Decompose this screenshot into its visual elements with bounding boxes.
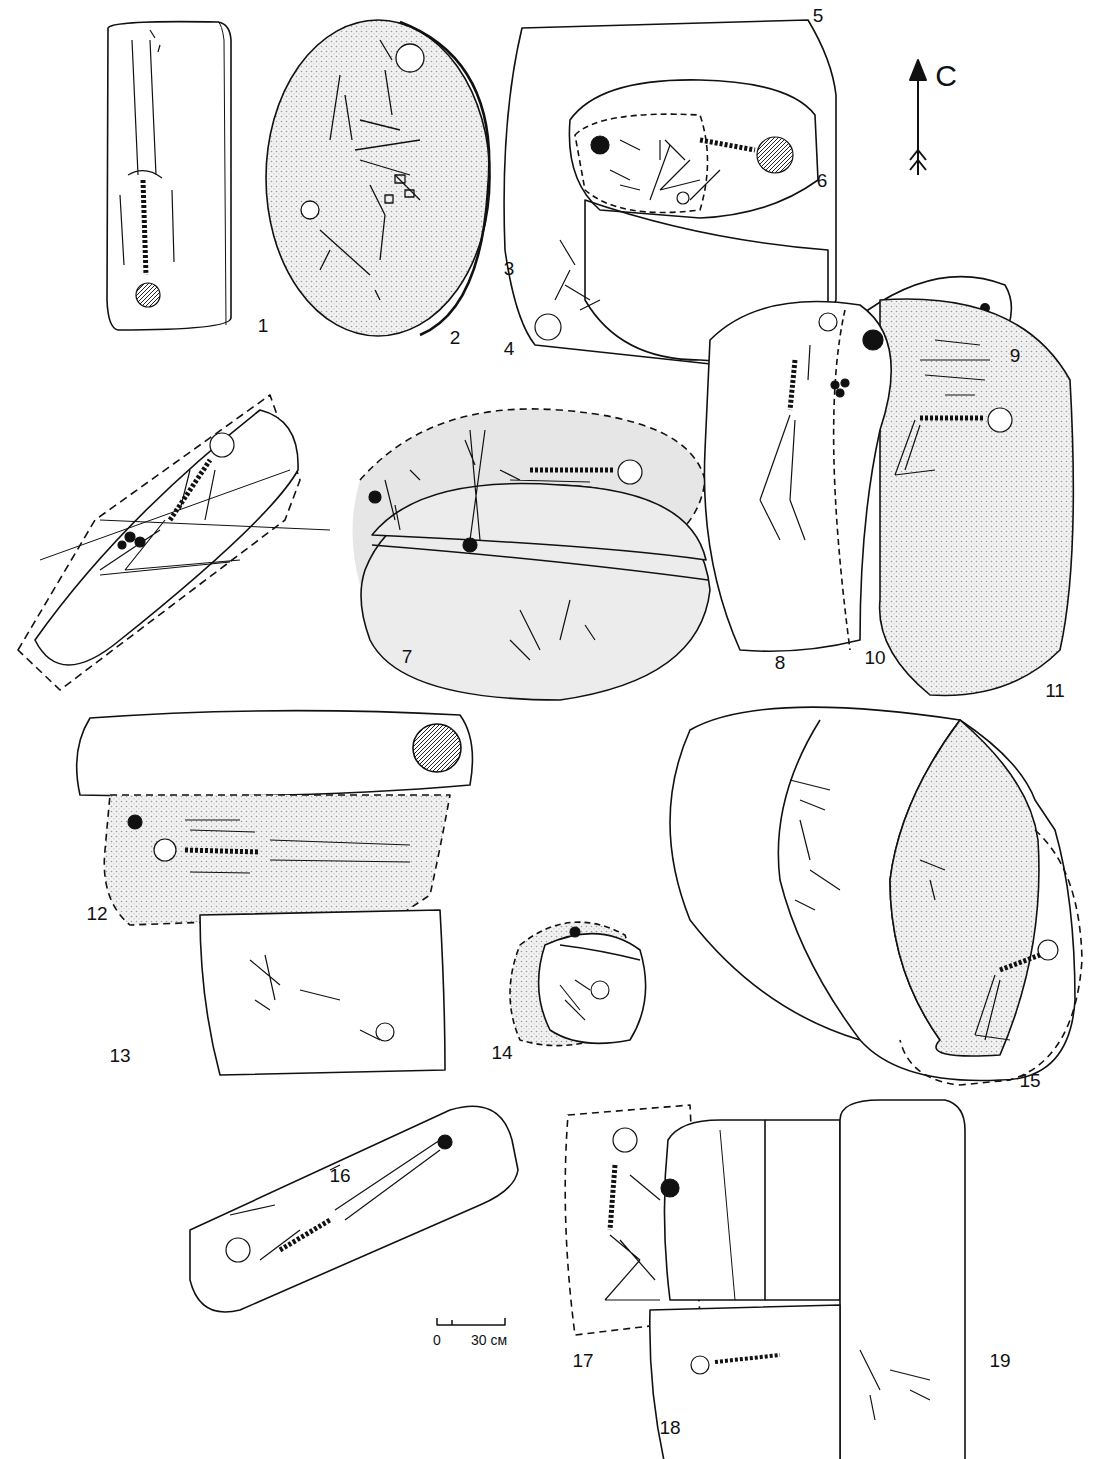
callout-number: 3 [504, 259, 515, 278]
skeleton [790, 780, 1058, 1040]
skeleton [535, 136, 793, 340]
skeleton [760, 313, 1012, 540]
callout-number: 10 [864, 648, 885, 667]
callout-number: 15 [1019, 1071, 1040, 1090]
callout-number: 16 [329, 1166, 350, 1185]
callout-number: 7 [402, 647, 413, 666]
skeleton [369, 430, 642, 660]
north-arrow [910, 60, 926, 175]
skeleton [120, 30, 174, 307]
bones [301, 40, 424, 300]
callout-number: 14 [491, 1043, 512, 1062]
callout-number: 5 [813, 6, 824, 25]
skeleton [560, 927, 609, 1020]
skeleton [605, 1128, 930, 1420]
callout-number: 8 [775, 653, 786, 672]
callout-number: 6 [817, 171, 828, 190]
north-label: С [935, 61, 957, 91]
callout-number: 13 [109, 1046, 130, 1065]
callout-number: 11 [1045, 681, 1065, 700]
skeleton [100, 433, 240, 575]
callout-number: 18 [659, 1418, 680, 1437]
scale-label: 0 [433, 1333, 441, 1347]
callout-number: 2 [450, 328, 461, 347]
callout-number: 19 [989, 1351, 1010, 1370]
callout-number: 1 [258, 316, 269, 335]
scale-label: 30 см [471, 1333, 507, 1347]
callout-number: 17 [572, 1351, 593, 1370]
scale-bar [437, 1318, 505, 1325]
skeleton [226, 1135, 452, 1262]
callout-number: 9 [1010, 346, 1021, 365]
callout-number: 4 [504, 339, 515, 358]
skeleton [128, 815, 410, 1041]
callout-number: 12 [86, 904, 107, 923]
